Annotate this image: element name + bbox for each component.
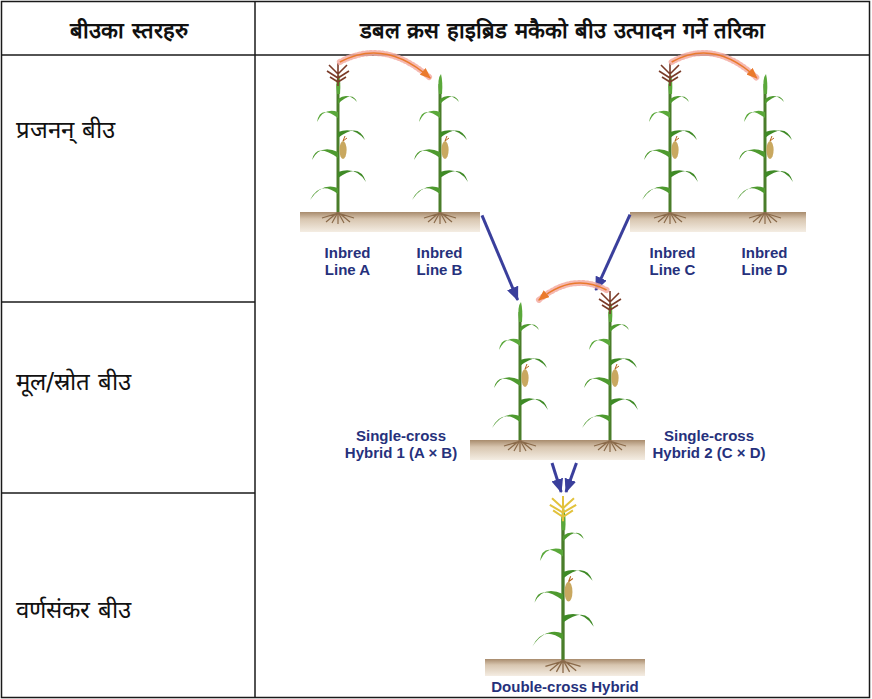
table-cell: वर्णसंकर बीउ [16, 592, 252, 652]
connector-line [482, 215, 518, 300]
maize-plant [737, 74, 793, 224]
plant-node: Inbred Line A [305, 62, 390, 280]
connector-line [552, 463, 561, 492]
node-label: Inbred Line A [312, 244, 384, 279]
connector-line [672, 53, 757, 78]
maize-plant [532, 496, 594, 673]
soil-strip [630, 212, 806, 232]
plant-node: Inbred Line D [722, 78, 807, 280]
pollen-spray [539, 283, 607, 300]
table-line [254, 2, 256, 698]
pollination-arrow [340, 53, 430, 78]
node-label: Inbred Line B [404, 244, 476, 279]
pollination-arrow [539, 283, 607, 300]
plant-node: Single-cross Hybrid 1 (A × B) [325, 300, 560, 463]
connector-line [566, 463, 577, 492]
pollen-spray [672, 53, 757, 78]
pollen-spray [340, 53, 430, 78]
cell-text: मूल/स्रोत बीउ [16, 364, 131, 397]
connector-line [539, 283, 607, 300]
header-text: बीउका स्तरहरु [70, 14, 188, 44]
maize-plant [492, 302, 548, 452]
plant-node: Inbred Line C [630, 62, 715, 280]
maize-plant [310, 63, 366, 224]
soil-strips [300, 212, 806, 676]
flow-arrow [596, 215, 630, 290]
table-cell: मूल/स्रोत बीउ [16, 364, 252, 424]
cell-text: वर्णसंकर बीउ [16, 592, 131, 625]
flow-arrow [566, 463, 577, 492]
node-label: Inbred Line D [729, 244, 801, 279]
flow-arrow [552, 463, 561, 492]
soil-strip [470, 440, 645, 460]
cell-text: प्रजनन् बीउ [16, 112, 115, 145]
connector-line [596, 215, 630, 290]
table-header: डबल क्रस हाइब्रिड मकैको बीउ उत्पादन गर्न… [256, 3, 869, 55]
table-line [2, 492, 256, 494]
maize-plants [310, 63, 793, 673]
maize-plant [642, 63, 698, 224]
table-line [2, 301, 256, 303]
node-label: Single-cross Hybrid 2 (C × D) [643, 427, 775, 462]
plant-node: Single-cross Hybrid 2 (C × D) [570, 290, 785, 463]
plant-node: Double-cross Hybrid [470, 492, 660, 697]
node-label: Inbred Line C [637, 244, 709, 279]
header-text: डबल क्रस हाइब्रिड मकैको बीउ उत्पादन गर्न… [360, 14, 766, 44]
soil-strip [300, 212, 480, 232]
node-label: Single-cross Hybrid 1 (A × B) [335, 427, 467, 462]
maize-plant [582, 291, 638, 452]
connector-line [340, 53, 430, 78]
table-header: बीउका स्तरहरु [3, 3, 255, 55]
plant-node: Inbred Line B [397, 78, 482, 280]
pollination-arrow [672, 53, 757, 78]
maize-plant [412, 74, 468, 224]
node-label: Double-cross Hybrid [475, 678, 655, 695]
flow-arrow [482, 215, 518, 300]
table-line [2, 54, 870, 56]
table-cell: प्रजनन् बीउ [16, 112, 252, 172]
